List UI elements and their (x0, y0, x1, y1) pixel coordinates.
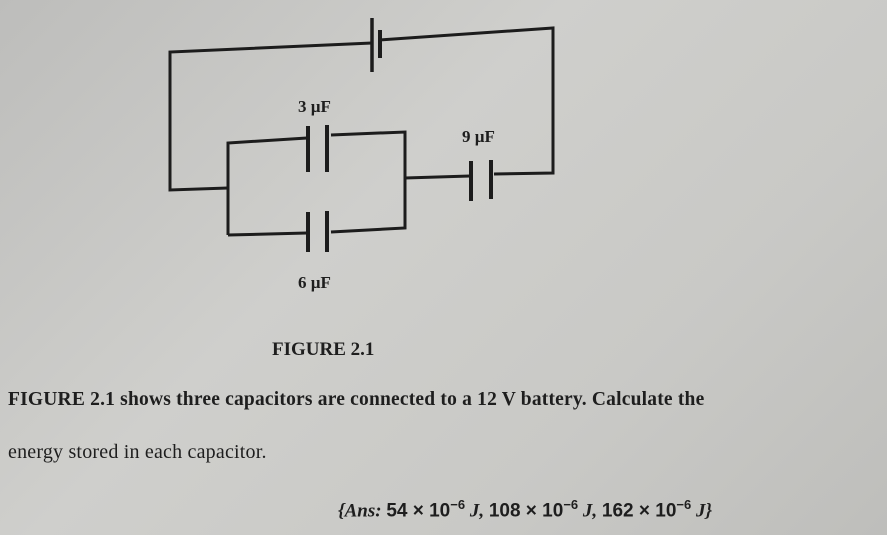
answer-prefix: {Ans: (338, 500, 387, 522)
answer-unit-3: J} (691, 500, 713, 522)
wire-bottom (227, 231, 308, 237)
capacitor-9uF (469, 160, 493, 201)
wire-left (168, 41, 373, 192)
answer-unit-2: J, (578, 500, 602, 522)
capacitor-3uF (306, 125, 329, 172)
answer-exponent-2: −6 (563, 497, 579, 512)
figure-caption: FIGURE 2.1 (272, 339, 375, 360)
label-3uF: 3 µF (298, 97, 331, 116)
battery-symbol (370, 18, 382, 72)
wire-middle (404, 174, 471, 180)
wire-right (379, 26, 555, 176)
capacitor-6uF (306, 211, 329, 252)
answer-value-2: 108 × 10 (488, 500, 564, 522)
answer-exponent-1: −6 (450, 497, 466, 512)
wire-parallel-left (226, 136, 308, 235)
question-line-2: energy stored in each capacitor. (8, 441, 267, 463)
label-9uF: 9 µF (462, 127, 495, 146)
answer-value-1: 54 × 10 (386, 500, 451, 522)
circuit-wires (168, 26, 555, 237)
answer-unit-1: J, (465, 500, 489, 522)
answer-exponent-3: −6 (676, 497, 692, 512)
answer-value-3: 162 × 10 (601, 500, 677, 522)
answer-line: {Ans: 54 × 10−6 J, 108 × 10−6 J, 162 × 1… (338, 497, 712, 522)
wire-parallel-right (330, 130, 407, 234)
question-line-1: FIGURE 2.1 shows three capacitors are co… (8, 389, 705, 410)
label-6uF: 6 µF (298, 273, 331, 292)
